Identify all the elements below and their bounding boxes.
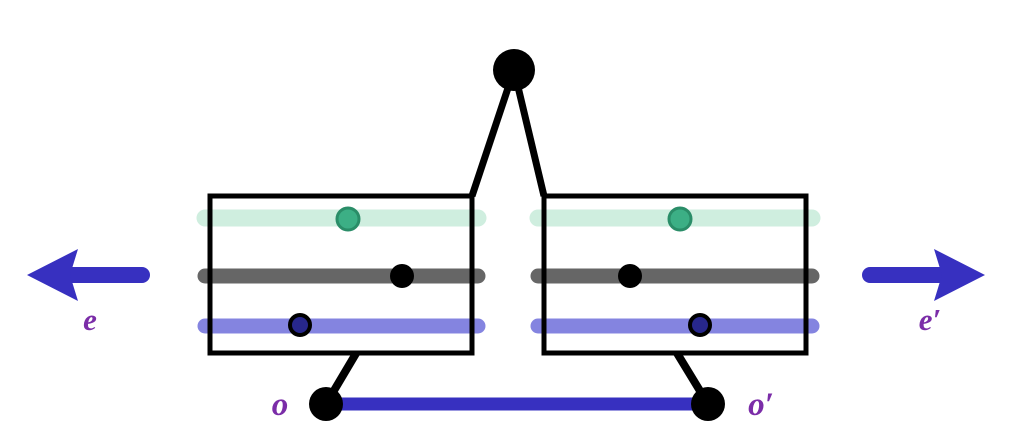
right-arrow — [862, 249, 985, 301]
left-vertex-label: o — [272, 387, 289, 423]
bottom-left-node — [309, 387, 343, 421]
right-box-navy-node — [688, 313, 712, 337]
right-box — [529, 193, 821, 356]
left-arrow-head — [27, 249, 78, 301]
left-box — [196, 193, 487, 356]
left-arrow-label: e — [83, 302, 97, 337]
right-arrow-label: e′ — [919, 302, 941, 337]
edge-apex-to-right-box — [510, 69, 548, 197]
left-box-green-node — [335, 206, 361, 232]
bottom-right-node — [691, 387, 725, 421]
left-box-black-node — [390, 264, 414, 288]
right-arrow-head — [934, 249, 985, 301]
left-arrow — [27, 249, 150, 301]
edge-apex-to-left-box — [468, 68, 518, 198]
left-box-navy-node — [288, 313, 312, 337]
right-box-black-node — [618, 264, 642, 288]
apex-node — [493, 49, 535, 91]
right-vertex-label: o′ — [748, 387, 774, 423]
right-box-green-node — [667, 206, 693, 232]
